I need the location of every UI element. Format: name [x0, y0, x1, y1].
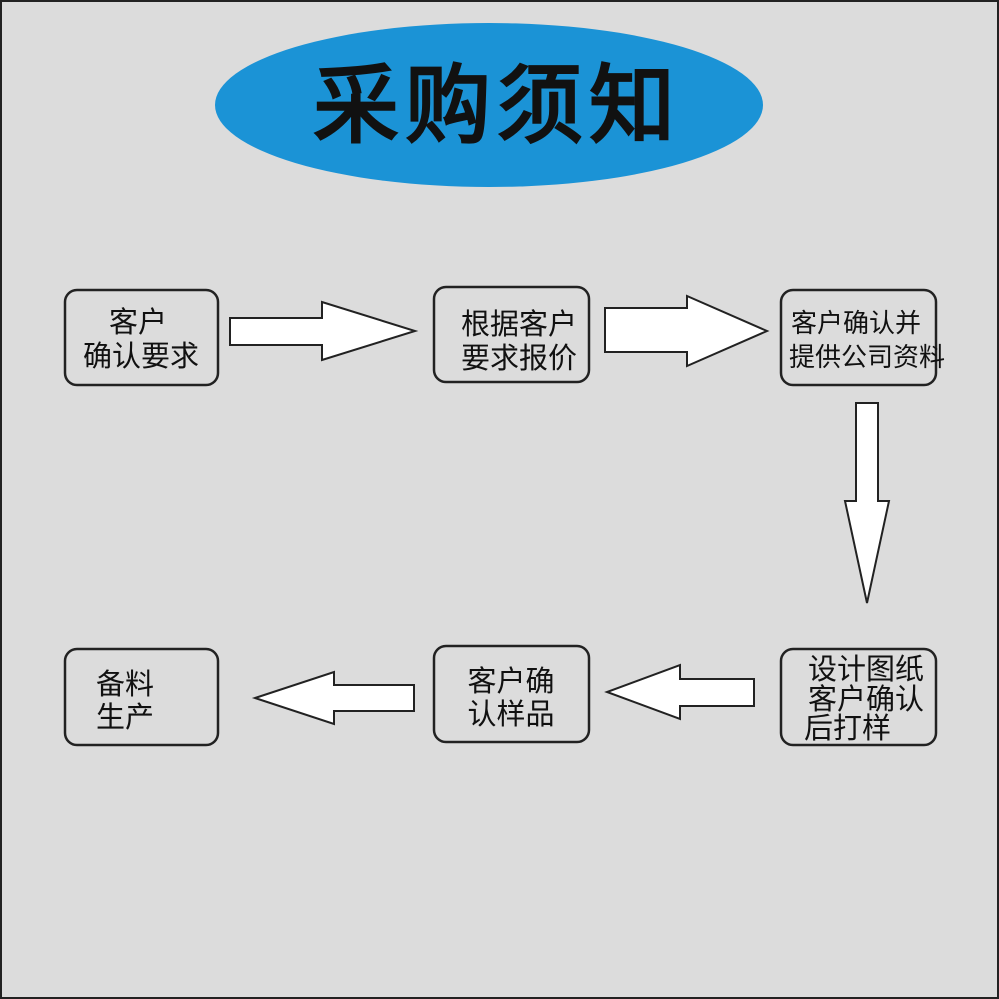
step-6-line-2: 生产 [96, 700, 154, 734]
arrow-right-1 [229, 300, 419, 362]
title-ellipse [215, 23, 763, 187]
arrow-down [843, 402, 891, 604]
step-box-4: 设计图纸 客户确认 后打样 [779, 647, 938, 747]
step-2-line-1: 根据客户 [461, 307, 577, 341]
arrow-right-2 [604, 294, 770, 368]
step-box-5: 客户确 认样品 [432, 644, 591, 744]
step-4-line-3: 后打样 [804, 711, 891, 745]
arrow-left-2 [251, 670, 415, 726]
title: 采购须知 [313, 55, 681, 156]
step-box-6: 备料 生产 [63, 647, 220, 747]
step-box-3: 客户确认并 提供公司资料 [779, 288, 945, 387]
step-5-line-1: 客户确 [467, 664, 554, 698]
step-3-line-2: 提供公司资料 [789, 343, 945, 373]
step-5-line-2: 认样品 [467, 697, 554, 731]
step-6-line-1: 备料 [96, 667, 154, 701]
step-3-line-1: 客户确认并 [791, 309, 921, 339]
step-4-line-2: 客户确认 [808, 682, 924, 716]
step-box-1: 客户 确认要求 [63, 288, 220, 387]
step-1-line-1: 客户 [109, 305, 167, 339]
arrow-left-1 [604, 663, 755, 721]
step-1-line-2: 确认要求 [83, 339, 199, 373]
step-2-line-2: 要求报价 [461, 341, 577, 375]
step-4-line-1: 设计图纸 [808, 652, 924, 686]
step-box-2: 根据客户 要求报价 [432, 285, 591, 384]
